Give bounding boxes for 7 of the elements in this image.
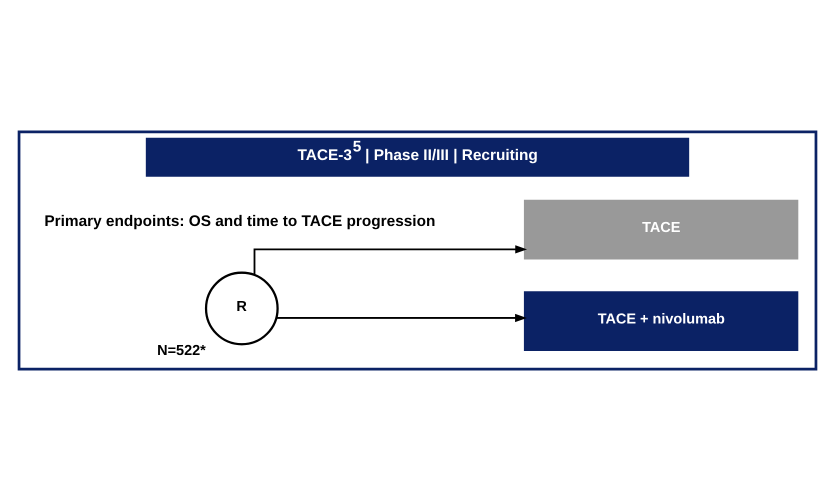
arrow: [254, 244, 528, 274]
arrow: [276, 313, 527, 322]
node-circle: R: [204, 271, 279, 345]
node-box: TACE: [524, 199, 798, 260]
node-label: N=522*: [157, 342, 206, 358]
node-box: TACE + nivolumab: [524, 290, 798, 351]
label: Primary endpoints: OS and time to TACE progression: [44, 212, 436, 230]
